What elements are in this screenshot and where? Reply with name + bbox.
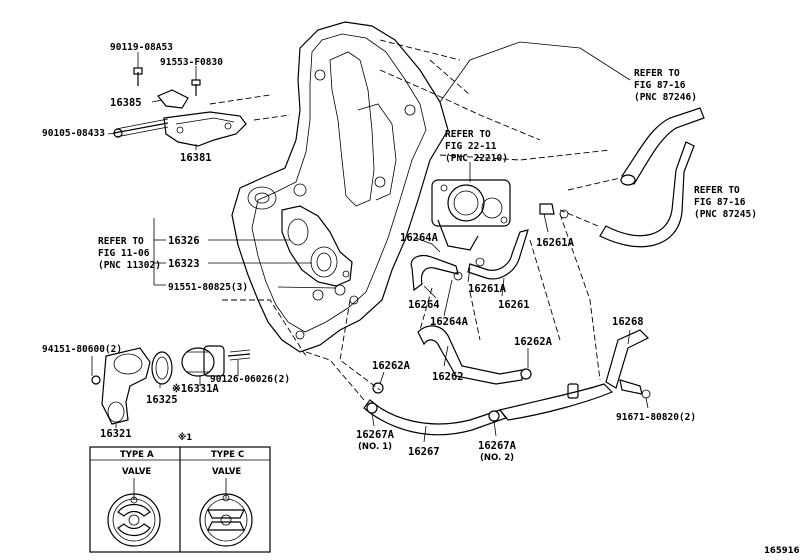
svg-text:(PNC 11302): (PNC 11302) [98, 260, 161, 271]
label-16261: 16261 [498, 299, 530, 311]
label-16261a-mid: 16261A [468, 283, 507, 295]
diagram-id: 165916 [764, 546, 800, 556]
label-16264a-top: 16264A [400, 232, 439, 244]
radiator-hoses [599, 107, 705, 248]
label-91671: 91671-80820(2) [616, 412, 696, 423]
svg-text:FIG 87-16: FIG 87-16 [694, 197, 746, 208]
type-a-header: TYPE A [120, 450, 154, 460]
part-labels: 90119-08A53 91553-F0830 16385 90105-0843… [42, 42, 757, 463]
svg-text:(PNC 87245): (PNC 87245) [694, 209, 757, 220]
label-16381: 16381 [180, 152, 212, 164]
type-c-header: TYPE C [211, 450, 244, 460]
label-16321: 16321 [100, 428, 132, 440]
svg-text:(PNC 22210): (PNC 22210) [445, 153, 508, 164]
label-16268: 16268 [612, 316, 644, 328]
label-16261a-right: 16261A [536, 237, 575, 249]
leader-lines [91, 52, 649, 443]
label-16267a-2: 16267A [478, 440, 517, 452]
label-no2: (NO. 2) [480, 453, 514, 463]
leader-dashes [209, 94, 621, 401]
label-16267: 16267 [408, 446, 440, 458]
label-16325: 16325 [146, 394, 178, 406]
label-16262a-right: 16262A [514, 336, 553, 348]
svg-text:FIG 11-06: FIG 11-06 [98, 248, 150, 259]
svg-text:(PNC 87246): (PNC 87246) [634, 92, 697, 103]
label-16264: 16264 [408, 299, 440, 311]
thermostat-parts [91, 345, 251, 425]
label-90119: 90119-08A53 [110, 42, 173, 53]
svg-text:REFER TO: REFER TO [694, 185, 740, 196]
label-91553: 91553-F0830 [160, 57, 223, 68]
svg-text:FIG 22-11: FIG 22-11 [445, 141, 497, 152]
valve-type-a-drawing [107, 493, 161, 547]
valve-type-table: ※1 TYPE A TYPE C VALVE VALVE [89, 432, 271, 553]
throttle-hoses [410, 203, 569, 292]
label-90126: 90126-06026(2) [210, 374, 290, 385]
table-marker: ※1 [178, 432, 192, 443]
label-90105: 90105-08433 [42, 128, 105, 139]
label-16267a-1: 16267A [356, 429, 395, 441]
refer-fig-87-16-a: REFER TO FIG 87-16 (PNC 87246) [634, 68, 697, 103]
label-16264a-bottom: 16264A [430, 316, 469, 328]
label-16262: 16262 [432, 371, 464, 383]
label-16262a-left: 16262A [372, 360, 411, 372]
svg-text:REFER TO: REFER TO [634, 68, 680, 79]
lower-hoses [363, 325, 651, 436]
label-no1: (NO. 1) [358, 442, 392, 452]
label-94151: 94151-80600(2) [42, 344, 122, 355]
label-16323: 16323 [168, 258, 200, 270]
svg-text:REFER TO: REFER TO [98, 236, 144, 247]
label-16331a: ※16331A [172, 383, 219, 395]
throttle-body [431, 179, 511, 251]
water-inlet-housing [281, 205, 353, 296]
timing-chain-cover [231, 21, 631, 353]
refer-fig-11-06: REFER TO FIG 11-06 (PNC 11302) [98, 236, 161, 271]
label-91551: 91551-80825(3) [168, 282, 248, 293]
valve-type-c-drawing [199, 493, 253, 547]
svg-text:FIG 87-16: FIG 87-16 [634, 80, 686, 91]
valve-c-label: VALVE [212, 467, 241, 477]
label-16385: 16385 [110, 97, 142, 109]
valve-a-label: VALVE [122, 467, 151, 477]
bracket-assembly [113, 67, 247, 147]
refer-fig-22-11: REFER TO FIG 22-11 (PNC 22210) [445, 129, 508, 164]
refer-fig-87-16-b: REFER TO FIG 87-16 (PNC 87245) [694, 185, 757, 220]
label-16326: 16326 [168, 235, 200, 247]
svg-text:REFER TO: REFER TO [445, 129, 491, 140]
